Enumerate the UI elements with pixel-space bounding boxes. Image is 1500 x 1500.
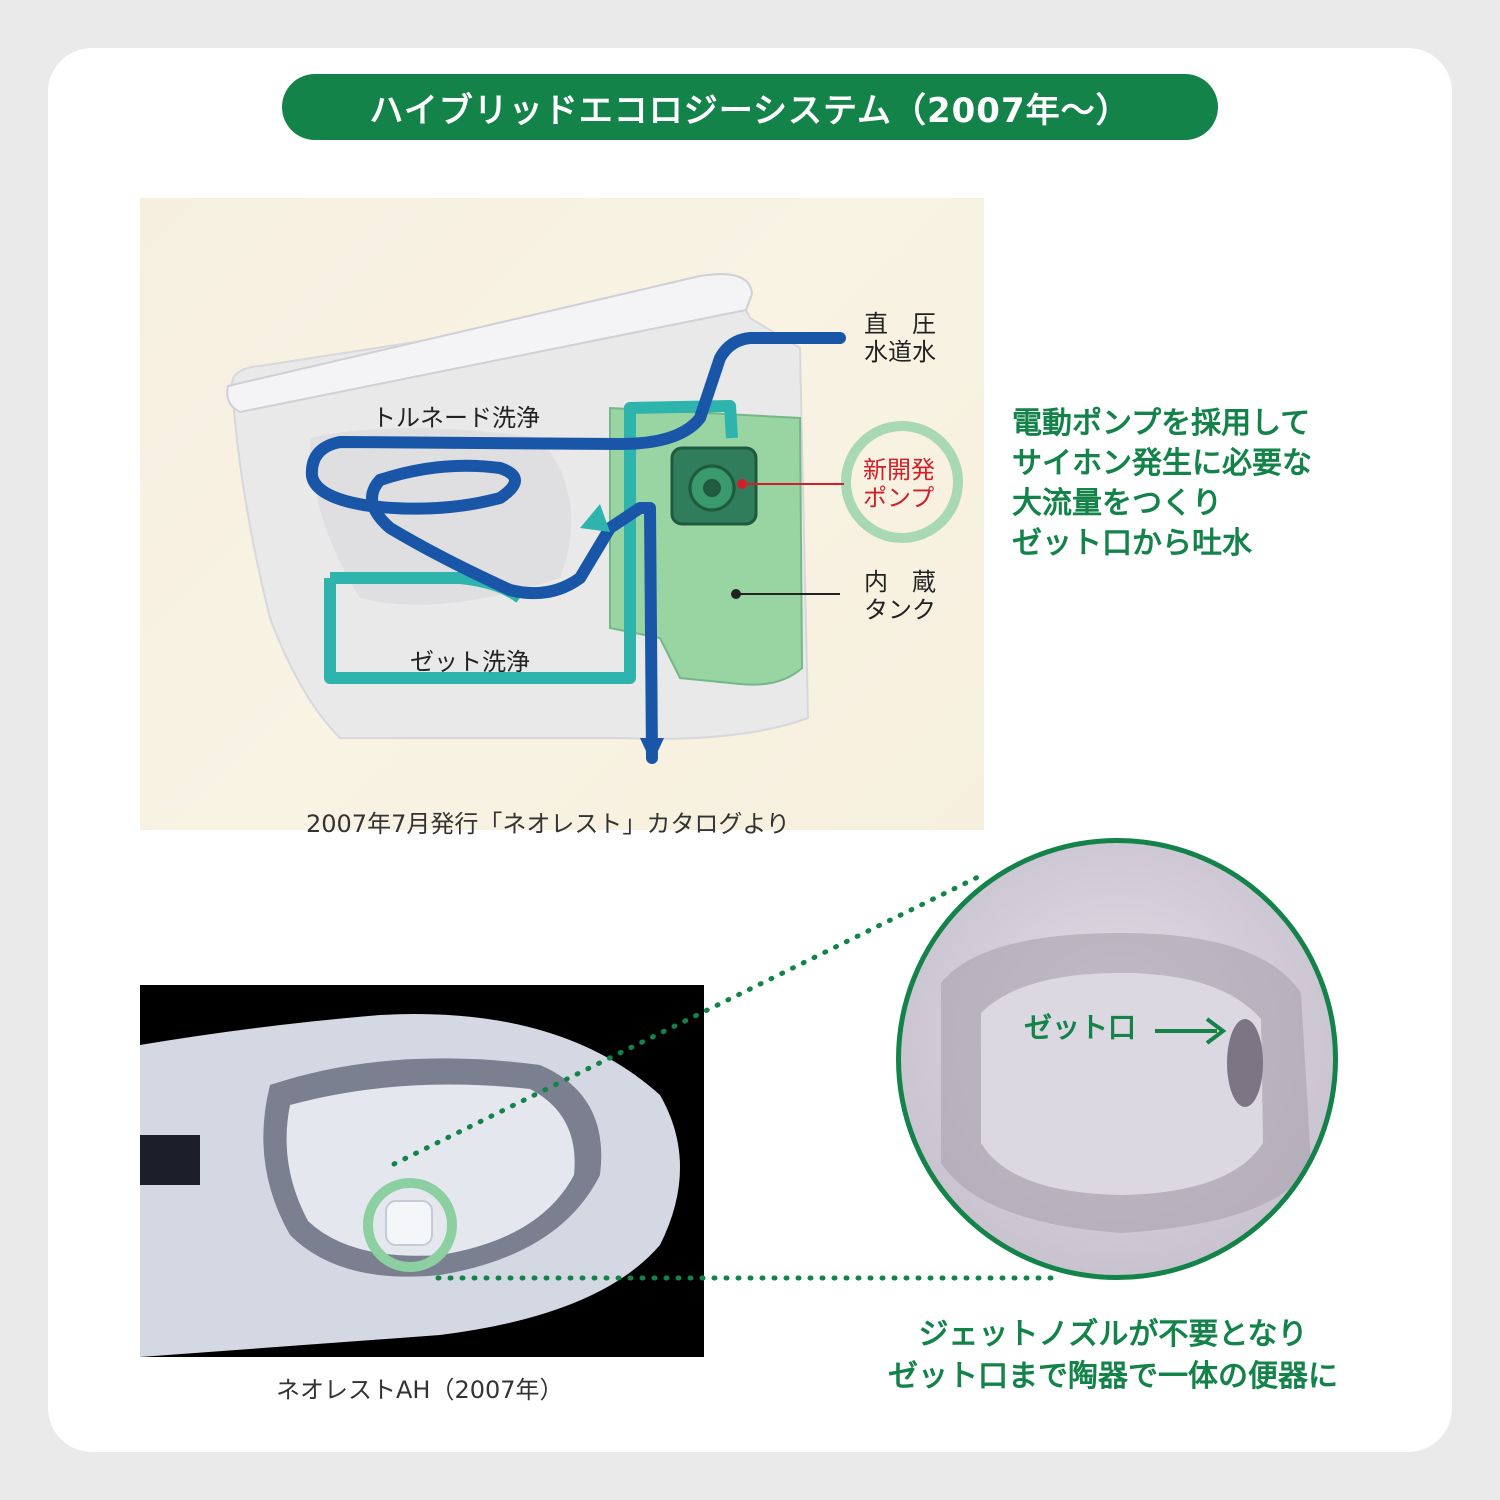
direct-water-label-line2: 水道水	[864, 338, 936, 366]
zet-arrow	[580, 504, 610, 532]
zoom-detail-circle	[896, 838, 1338, 1280]
toilet-cross-section-diagram: 直 圧 水道水 トルネード洗浄 新開発 ポンプ 内 蔵 タンク ゼット洗浄	[140, 198, 984, 830]
toilet-bowl-illustration	[140, 1014, 680, 1357]
toilet-lid	[226, 273, 754, 414]
pump-label-ring	[841, 421, 963, 543]
zet-outlet	[385, 1200, 433, 1246]
toilet-bowl-photo	[140, 985, 704, 1357]
page-title: ハイブリッドエコロジーシステム（2007年〜）	[282, 74, 1218, 140]
pump-callout-line2: サイホン発生に必要な	[1012, 446, 1312, 481]
direct-water-label-line1: 直 圧	[864, 310, 936, 338]
tank-pointer-dot	[731, 589, 741, 599]
zet-outlet-highlight	[363, 1178, 457, 1272]
nozzle-callout: ジェットノズルが不要となり ゼット口まで陶器で一体の便器に	[868, 1314, 1358, 1398]
tornado-flush-pipe	[305, 332, 846, 764]
nozzle-callout-line2: ゼット口まで陶器で一体の便器に	[888, 1359, 1338, 1394]
diagram-illustration	[226, 273, 963, 764]
zet-opening	[1227, 1019, 1263, 1107]
tank-label-line2: タンク	[864, 596, 936, 624]
direct-water-label: 直 圧 水道水	[864, 310, 936, 366]
nozzle-callout-line1: ジェットノズルが不要となり	[918, 1317, 1308, 1352]
zet-flush-pipe	[324, 400, 738, 684]
zet-arrow-head	[1205, 1017, 1227, 1045]
pump-callout-line1: 電動ポンプを採用して	[1012, 406, 1311, 441]
pump	[670, 446, 758, 526]
tornado-flush-label: トルネード洗浄	[372, 404, 540, 432]
seat-hinge	[140, 1135, 200, 1185]
pump-pointer-dot	[737, 479, 747, 489]
tank-label: 内 蔵 タンク	[864, 568, 936, 624]
pump-callout-line3: 大流量をつくり	[1012, 486, 1222, 521]
photo-caption: ネオレストAH（2007年）	[276, 1376, 564, 1404]
zet-flush-label: ゼット洗浄	[410, 648, 530, 676]
pump-callout-line4: ゼット口から吐水	[1012, 526, 1252, 561]
pump-label-line1: 新開発	[863, 456, 935, 484]
zet-outlet-label: ゼット口	[1024, 1011, 1137, 1044]
pump-label: 新開発 ポンプ	[863, 456, 935, 512]
tank-label-line1: 内 蔵	[864, 568, 936, 596]
pump-label-line2: ポンプ	[863, 484, 935, 512]
outlet-chamber	[981, 973, 1263, 1195]
drain-arrow	[640, 738, 664, 764]
zoom-detail-illustration	[941, 933, 1311, 1233]
diagram-caption: 2007年7月発行「ネオレスト」カタログより	[306, 810, 790, 838]
pump-callout: 電動ポンプを採用して サイホン発生に必要な 大流量をつくり ゼット口から吐水	[1012, 404, 1312, 564]
